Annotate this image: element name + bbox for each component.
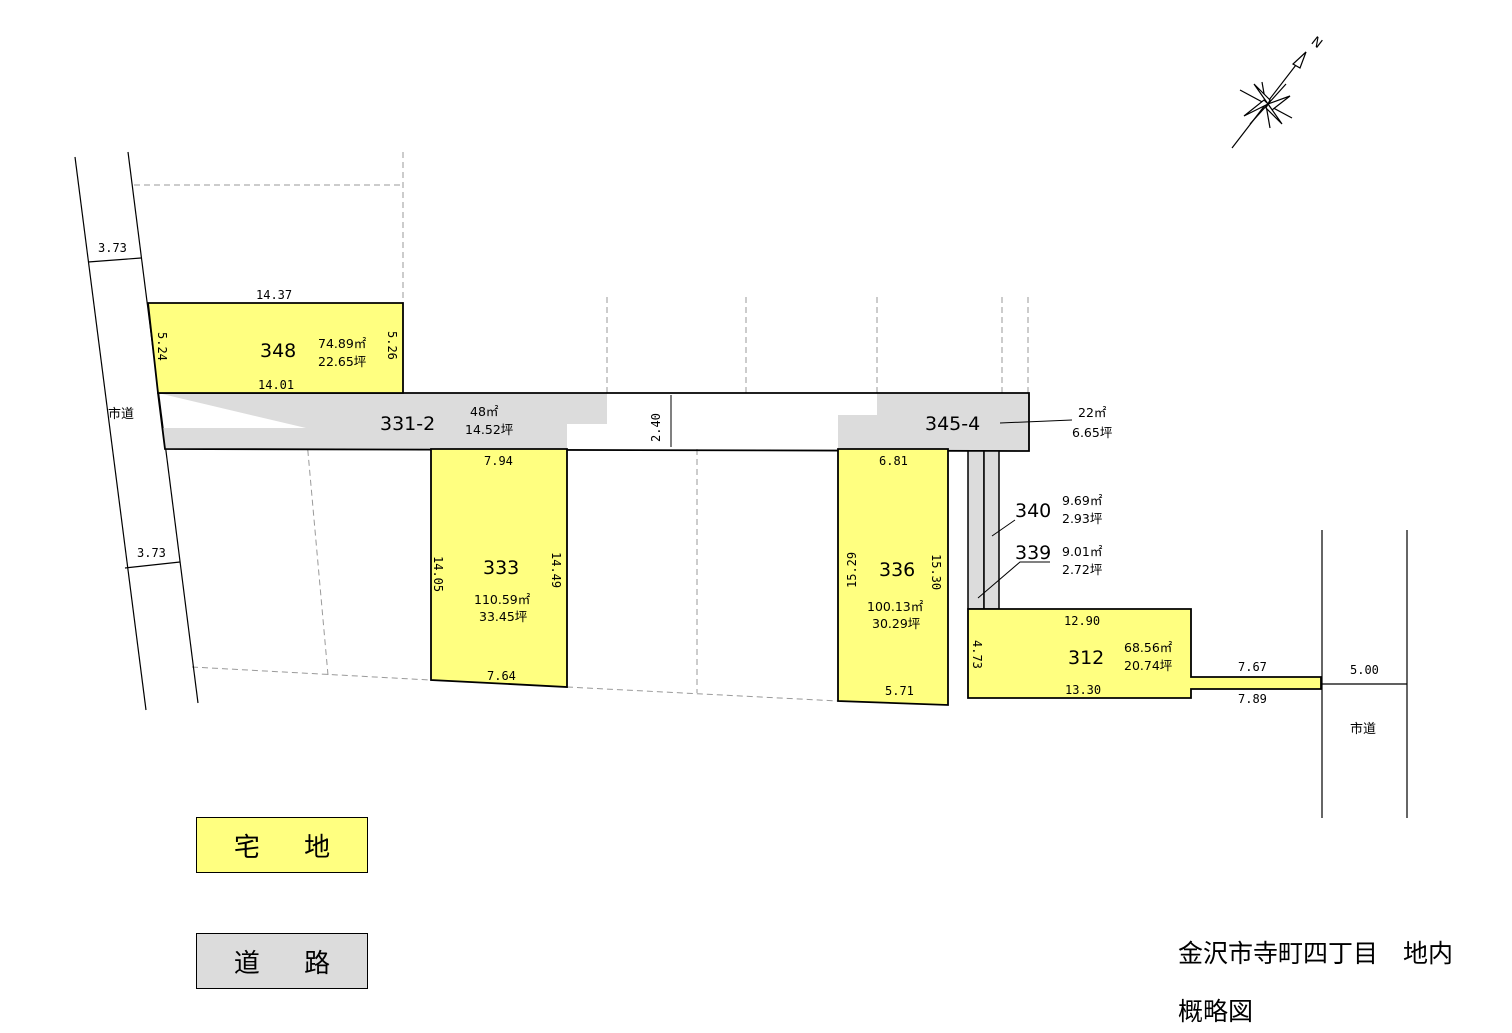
parcel-345-4-number: 345-4 <box>925 413 980 435</box>
parcel-312-dim-bottom: 13.30 <box>1065 683 1101 697</box>
parcel-312-strip-bottom: 7.89 <box>1238 692 1267 706</box>
parcel-339-area-m2: 9.01㎡ <box>1062 544 1103 559</box>
legend-road-label: 道 路 <box>233 948 349 979</box>
parcel-336-dim-left: 15.29 <box>845 552 859 588</box>
road-outline <box>156 392 1030 452</box>
parcel-333-number: 333 <box>483 557 519 579</box>
road-parcel-331-2 <box>158 393 607 449</box>
map-location-title: 金沢市寺町四丁目 地内 <box>1178 939 1454 968</box>
road-width-label: 2.40 <box>649 413 663 442</box>
parcel-312-dim-left: 4.73 <box>970 640 984 669</box>
parcel-348-area-tsubo: 22.65坪 <box>318 354 366 369</box>
right-road-width: 5.00 <box>1350 663 1379 677</box>
parcel-333-area-tsubo: 33.45坪 <box>479 609 527 624</box>
parcel-312-number: 312 <box>1068 647 1104 669</box>
parcel-340-area-m2: 9.69㎡ <box>1062 493 1103 508</box>
parcel-336-dim-right: 15.30 <box>929 554 943 590</box>
parcel-333-dim-right: 14.49 <box>549 552 563 588</box>
parcel-348-dim-right: 5.26 <box>385 331 399 360</box>
parcel-331-2-area-tsubo: 14.52坪 <box>465 422 513 437</box>
north-label: N <box>1308 34 1325 52</box>
parcel-333 <box>430 448 568 688</box>
parcel-340-number: 340 <box>1015 500 1051 522</box>
road-parcel-345-4 <box>838 393 1029 451</box>
parcel-312-dim-top: 12.90 <box>1064 614 1100 628</box>
parcel-348-dim-left: 5.24 <box>155 332 169 361</box>
parcel-333-dim-bottom: 7.64 <box>487 669 516 683</box>
parcel-312 <box>967 608 1322 699</box>
right-city-road <box>1321 530 1408 818</box>
legend-residential-label: 宅 地 <box>233 832 349 863</box>
parcel-339-number: 339 <box>1015 542 1051 564</box>
parcel-348-dim-bottom: 14.01 <box>258 378 294 392</box>
parcel-333-area-m2: 110.59㎡ <box>474 592 531 607</box>
parcel-348 <box>146 302 404 394</box>
parcel-339-strip <box>983 450 1000 610</box>
parcel-312-strip-top: 7.67 <box>1238 660 1267 674</box>
dashed-boundaries <box>134 152 1029 702</box>
parcel-345-4-leader <box>999 419 1073 424</box>
parcel-312-area-m2: 68.56㎡ <box>1124 640 1173 655</box>
parcel-345-4-area-tsubo: 6.65坪 <box>1072 425 1112 440</box>
parcel-348-number: 348 <box>260 340 296 362</box>
parcel-339-leader <box>977 561 1050 599</box>
parcel-340-area-tsubo: 2.93坪 <box>1062 511 1102 526</box>
parcel-336 <box>837 448 949 706</box>
left-road-label: 市道 <box>108 406 134 422</box>
parcel-336-dim-bottom: 5.71 <box>885 684 914 698</box>
parcel-336-dim-top: 6.81 <box>879 454 908 468</box>
parcel-333-dim-left: 14.05 <box>431 556 445 592</box>
parcel-345-4-area-m2: 22㎡ <box>1078 405 1107 420</box>
left-road-width-top: 3.73 <box>98 241 127 255</box>
legend-residential: 宅 地 <box>196 817 368 873</box>
parcel-331-2-number: 331-2 <box>380 413 435 435</box>
parcel-336-number: 336 <box>879 559 915 581</box>
right-road-label: 市道 <box>1350 721 1376 737</box>
parcel-339-area-tsubo: 2.72坪 <box>1062 562 1102 577</box>
north-arrow-icon <box>1231 51 1307 149</box>
parcel-336-area-tsubo: 30.29坪 <box>872 616 920 631</box>
parcel-340-leader <box>991 519 1016 537</box>
left-road-width-bottom: 3.73 <box>137 546 166 560</box>
legend-road: 道 路 <box>196 933 368 989</box>
parcel-348-dim-top: 14.37 <box>256 288 292 302</box>
map-subtitle: 概略図 <box>1178 997 1254 1026</box>
parcel-340-strip <box>967 450 985 610</box>
parcel-333-dim-top: 7.94 <box>484 454 513 468</box>
parcel-336-area-m2: 100.13㎡ <box>867 599 924 614</box>
parcel-348-area-m2: 74.89㎡ <box>318 336 367 351</box>
parcel-312-area-tsubo: 20.74坪 <box>1124 658 1172 673</box>
parcel-331-2-area-m2: 48㎡ <box>470 404 499 419</box>
